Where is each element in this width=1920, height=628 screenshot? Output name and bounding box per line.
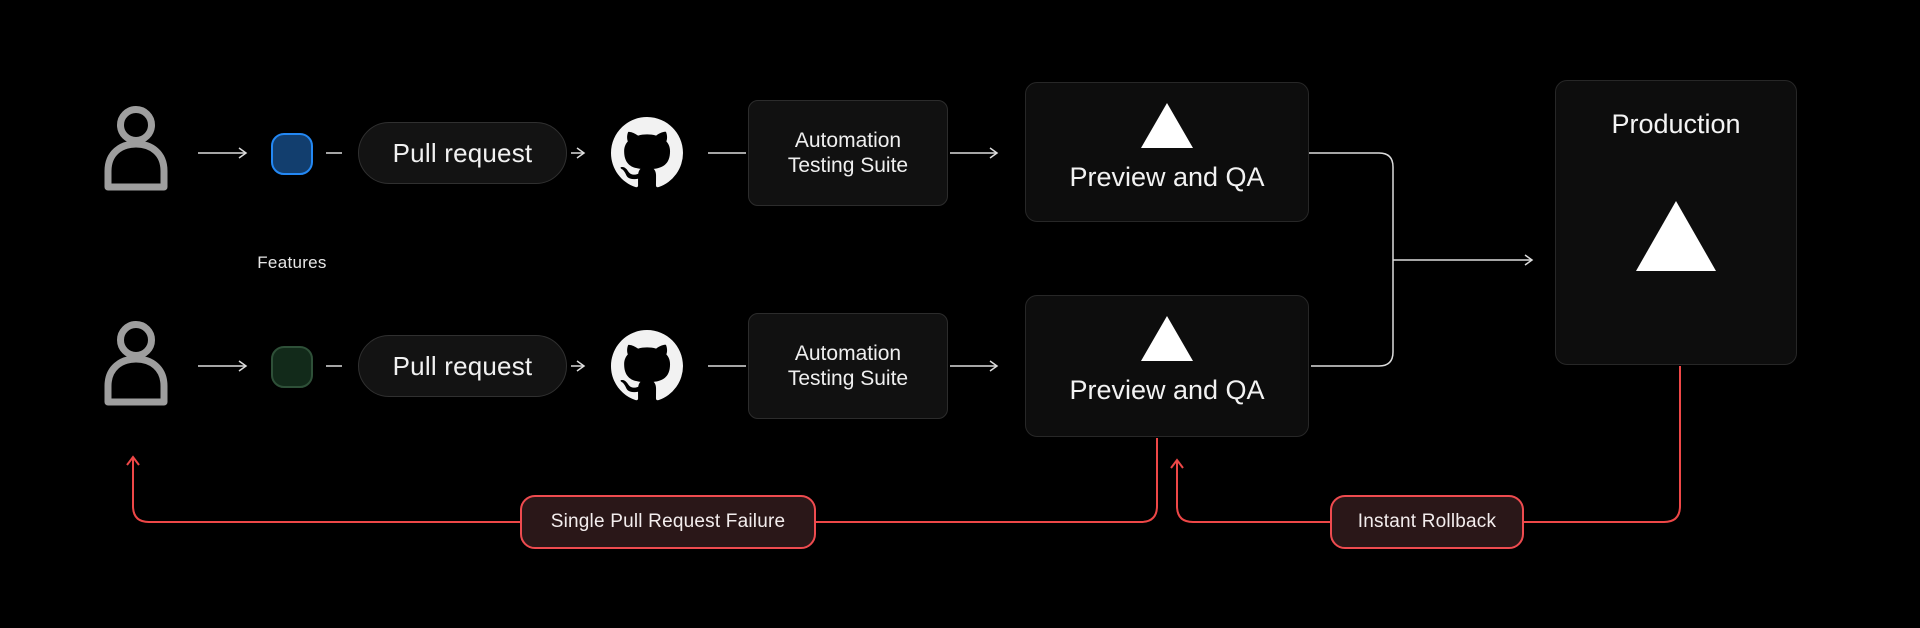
merge-line-bottom [1311, 260, 1394, 367]
github-node-2 [611, 330, 683, 402]
automation-testing-node-2: Automation Testing Suite [748, 313, 948, 419]
automation-testing-node-1: Automation Testing Suite [748, 100, 948, 206]
preview-qa-node-1: Preview and QA [1025, 82, 1309, 222]
automation-testing-label: Automation Testing Suite [787, 128, 909, 177]
developer-1 [98, 103, 174, 196]
production-label: Production [1611, 109, 1741, 139]
instant-rollback-badge: Instant Rollback [1330, 495, 1524, 549]
feature-branch-green-icon [271, 346, 313, 388]
github-icon [611, 330, 683, 401]
preview-qa-node-2: Preview and QA [1025, 295, 1309, 437]
preview-qa-label: Preview and QA [1069, 162, 1265, 192]
features-label: Features [257, 253, 327, 272]
developer-2 [98, 318, 174, 411]
vercel-triangle-icon [1141, 100, 1193, 148]
vercel-triangle-icon [1141, 313, 1193, 361]
github-icon [611, 117, 683, 188]
pull-request-node-1: Pull request [358, 122, 567, 184]
production-node: Production [1555, 80, 1797, 365]
feature-branch-blue-icon [271, 133, 313, 175]
person-icon [104, 321, 168, 406]
instant-rollback-label: Instant Rollback [1357, 511, 1497, 532]
merge-line-top [1309, 152, 1394, 260]
single-pull-request-failure-label: Single Pull Request Failure [550, 511, 786, 532]
automation-testing-label: Automation Testing Suite [787, 341, 909, 390]
github-node-1 [611, 117, 683, 189]
preview-qa-label: Preview and QA [1069, 375, 1265, 405]
pull-request-label: Pull request [392, 137, 533, 168]
pull-request-node-2: Pull request [358, 335, 567, 397]
vercel-triangle-icon [1636, 198, 1716, 271]
person-icon [104, 106, 168, 191]
single-pull-request-failure-badge: Single Pull Request Failure [520, 495, 816, 549]
pull-request-label: Pull request [392, 350, 533, 381]
